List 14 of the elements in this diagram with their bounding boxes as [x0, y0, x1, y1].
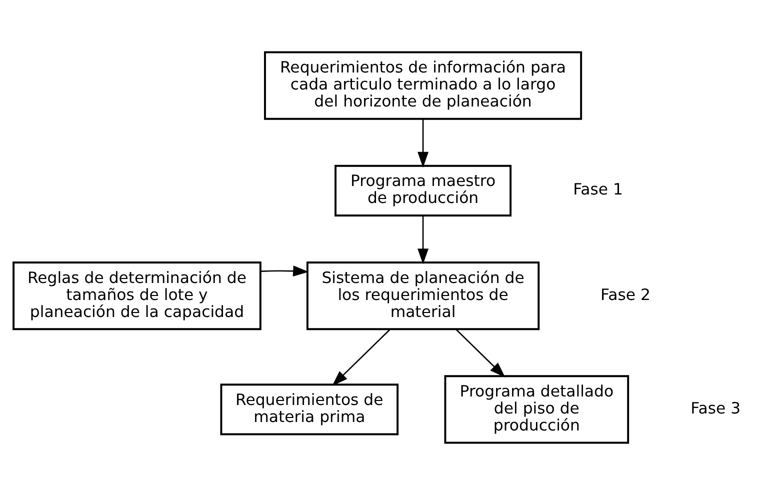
arrow	[260, 265, 309, 276]
arrow	[332, 328, 391, 386]
label: Fase 2	[600, 284, 650, 304]
node-box: Requerimientos de información para cada articulo terminado a lo largo del horizonte de planeación	[264, 50, 582, 120]
label: Fase 3	[690, 398, 741, 418]
node-box: Reglas de determinación de tamaños de lote y planeación de la capacidad	[12, 261, 262, 330]
node-box: Requerimientos de materia prima	[220, 383, 399, 435]
arrow	[418, 215, 429, 264]
arrow	[418, 118, 429, 168]
node-box: Sistema de planeación de los requerimientos de material	[306, 261, 540, 330]
node-box: Programa maestro de producción	[334, 164, 512, 216]
label: Fase 1	[573, 179, 624, 198]
arrow	[455, 328, 506, 377]
node-box: Programa detallado del piso de producción	[444, 374, 630, 444]
